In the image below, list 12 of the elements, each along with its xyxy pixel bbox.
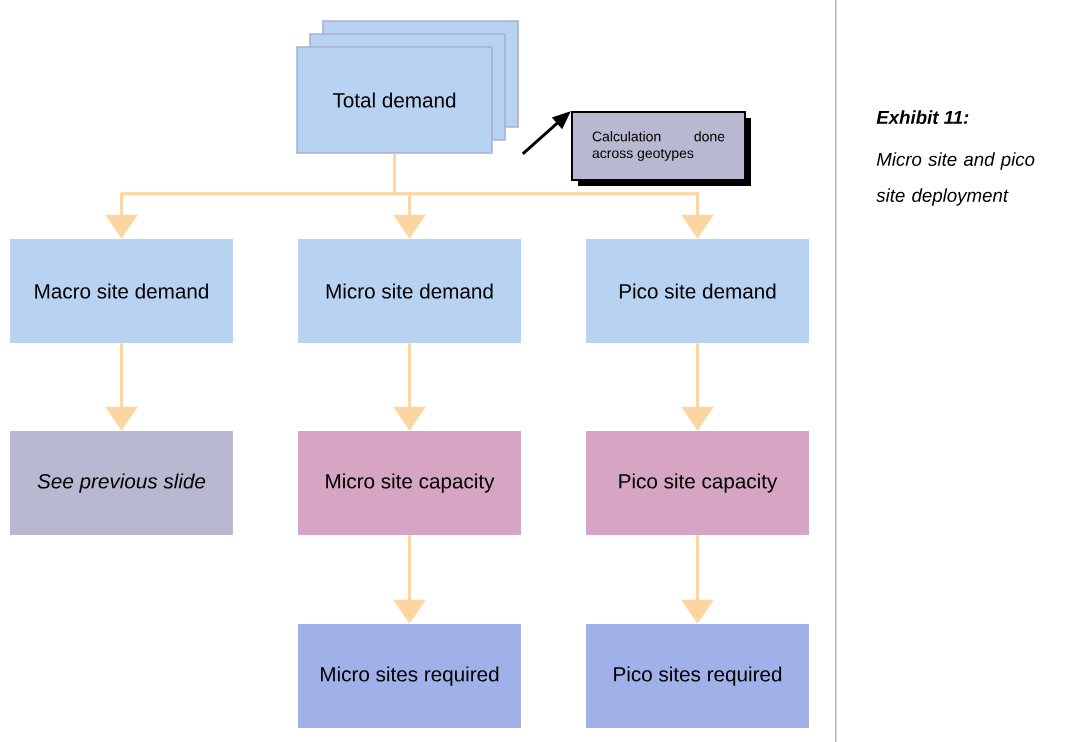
callout-box: Calculation done across geotypes bbox=[571, 111, 751, 186]
process-box: Micro site demand bbox=[298, 239, 521, 343]
process-box: Macro site demand bbox=[10, 239, 233, 343]
document-stack: Total demand bbox=[296, 20, 519, 154]
process-box: Pico site capacity bbox=[586, 431, 809, 535]
process-box: Pico site demand bbox=[586, 239, 809, 343]
exhibit-heading: Exhibit 11: bbox=[876, 110, 969, 124]
process-box: Pico sites required bbox=[586, 624, 809, 728]
process-box: See previous slide bbox=[10, 431, 233, 535]
process-box: Micro sites required bbox=[298, 624, 521, 728]
caption: Micro site and pico site deployment bbox=[876, 152, 1035, 206]
process-box: Micro site capacity bbox=[298, 431, 521, 535]
